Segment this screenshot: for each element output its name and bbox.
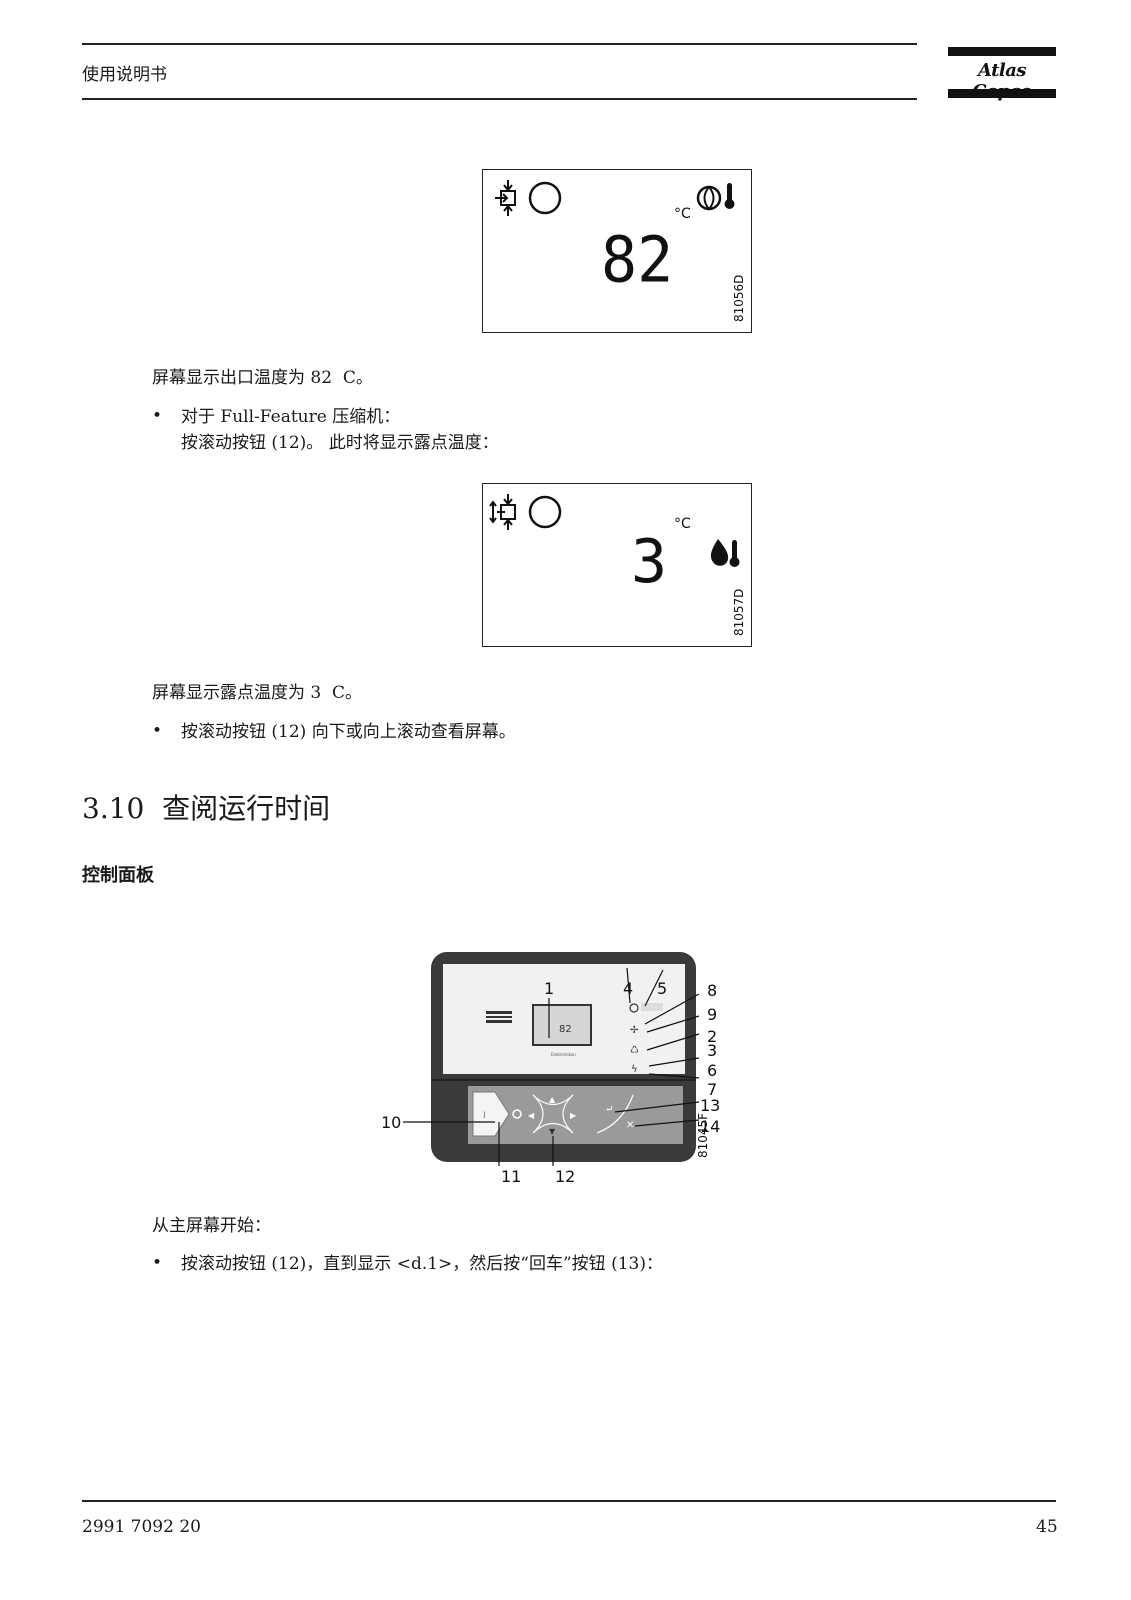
unit-label: °C [674,206,691,222]
callout-label: 5 [657,979,667,998]
svg-text:▶: ▶ [570,1111,577,1120]
bullet-scroll-enter: 按滚动按钮 (12)，直到显示 <d.1>，然后按“回车”按钮 (13)： [181,1254,663,1274]
header-top-rule [82,43,917,45]
panel-display-reading: 82 [559,1024,572,1035]
svg-text:Elektronikon: Elektronikon [551,1052,576,1057]
lcd-dewpoint-temperature: °C 3 81057D [482,483,752,647]
paragraph-dewpoint-temp: 屏幕显示露点温度为 3 C。 [152,683,363,703]
panel-display [532,1004,592,1046]
lcd-reading: 3 [631,527,667,597]
dryer-compressor-symbol-icon [489,494,516,530]
header-title: 使用说明书 [82,65,167,85]
callout-label: 11 [501,1167,521,1186]
bullet-scroll: 按滚动按钮 (12) 向下或向上滚动查看屏幕。 [181,722,516,742]
footer-rule [82,1500,1056,1502]
callout-label: 12 [555,1167,575,1186]
bullet-marker: • [152,721,163,741]
power-icon [629,1003,639,1013]
section-title: 查阅运行时间 [162,792,331,825]
lcd-outlet-temperature: °C 82 81056D [482,169,752,333]
svg-text:ϟ: ϟ [631,1064,638,1075]
svg-text:✢: ✢ [630,1025,638,1036]
enter-button: ↵ [605,1104,613,1115]
paragraph-start-main-screen: 从主屏幕开始： [152,1216,271,1236]
callout-label: 9 [707,1005,717,1024]
start-button [472,1091,510,1137]
header-bottom-rule [82,98,917,100]
callout-label: 6 [707,1061,717,1080]
callout-label: 8 [707,981,717,1000]
figure-code: 81045F [696,1113,710,1158]
callout-label: 4 [623,979,633,998]
callout-label: 7 [707,1080,717,1099]
callout-label: 2 [707,1027,717,1046]
element-temperature-icon [696,183,735,211]
dewpoint-drop-thermometer-icon [710,539,740,567]
callout-label: 10 [383,1113,401,1132]
bullet-full-feature-line1: 对于 Full-Feature 压缩机： [181,407,401,427]
status-circle-icon [528,495,562,529]
status-circle-icon [528,181,562,215]
callout-label: 13 [700,1096,720,1115]
callout-label: 3 [707,1041,717,1060]
atlas-copco-logo: Atlas Copco [948,47,1056,102]
bullet-marker: • [152,1253,163,1273]
compressor-symbol-icon [495,180,516,216]
svg-text:◀: ◀ [528,1111,535,1120]
control-panel-figure: 82 Elektronikon ✢ ♺ ϟ I ▲ ▼ ◀ ▶ ↵ ✕ [381,908,743,1190]
svg-text:▲: ▲ [549,1095,556,1104]
scroll-buttons [532,1094,574,1134]
footer-page-number: 45 [1036,1517,1058,1537]
escape-button: ✕ [626,1120,634,1131]
svg-text:I: I [483,1111,486,1121]
callout-label: 1 [544,979,554,998]
figure-code: 81057D [732,589,746,636]
figure-code: 81056D [732,275,746,322]
lcd-reading: 82 [601,223,673,297]
stop-button [512,1109,522,1119]
callout-label: 14 [700,1117,720,1136]
footer-doc-number: 2991 7092 20 [82,1517,201,1537]
paragraph-outlet-temp: 屏幕显示出口温度为 82 C。 [152,368,373,388]
subheading-control-panel: 控制面板 [82,865,154,886]
bullet-full-feature-line2: 按滚动按钮 (12)。 此时将显示露点温度： [181,433,499,453]
bullet-marker: • [152,406,163,426]
svg-text:♺: ♺ [630,1045,639,1056]
section-heading: 3.10 查阅运行时间 [82,787,330,827]
svg-text:▼: ▼ [549,1127,556,1136]
unit-label: °C [674,516,691,532]
section-number: 3.10 [82,792,145,825]
